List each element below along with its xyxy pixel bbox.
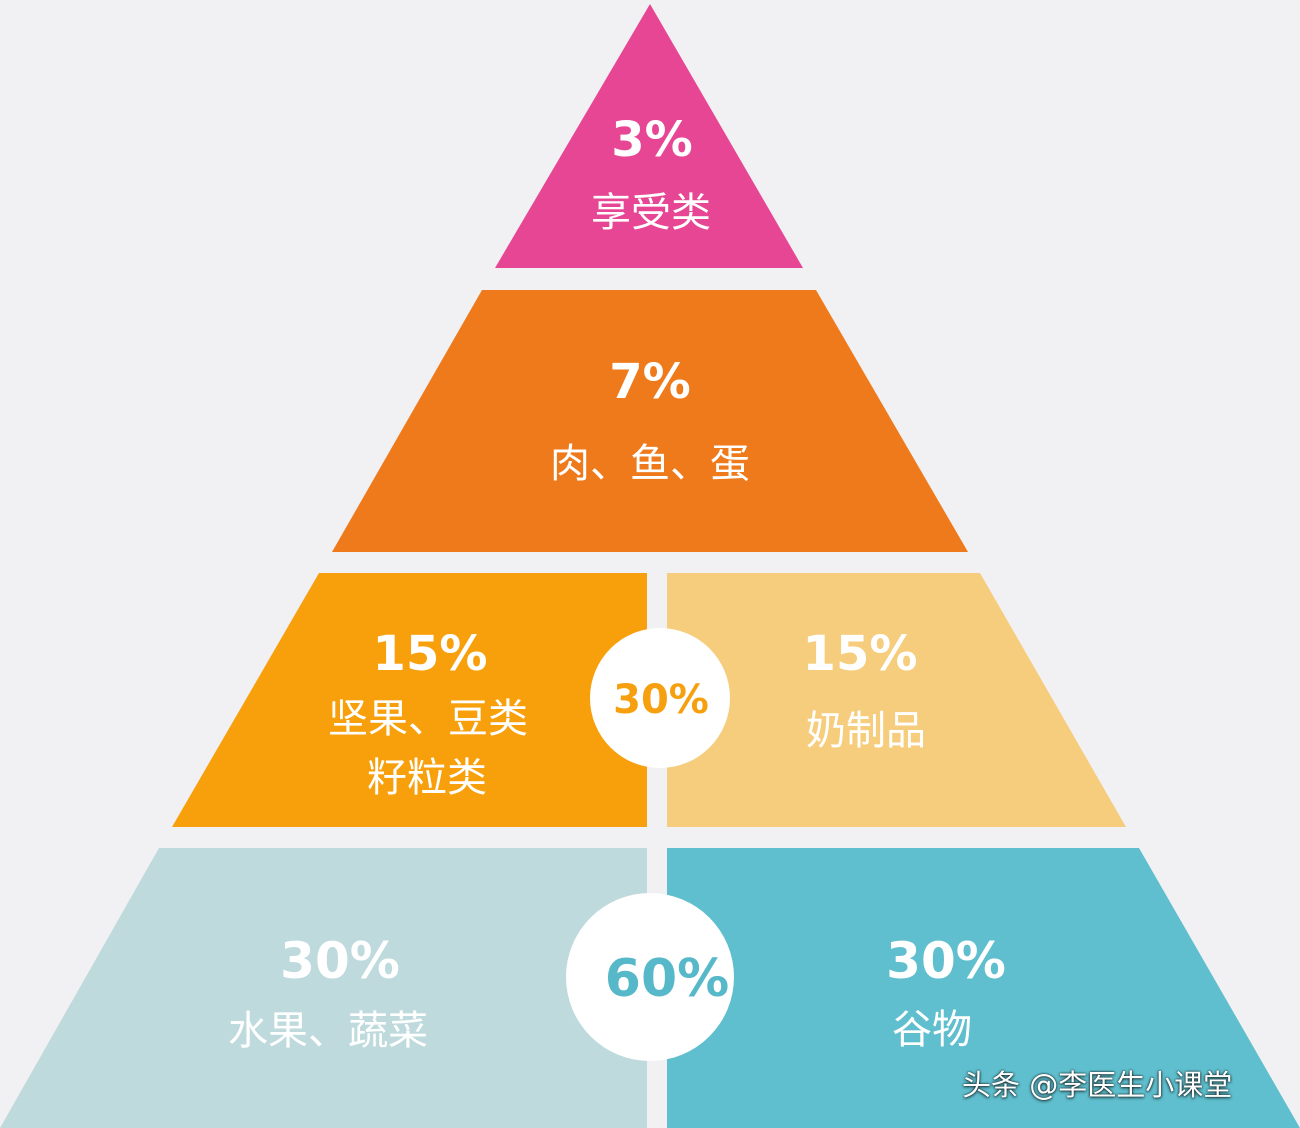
tier-bottom-right-shape: [667, 848, 1300, 1128]
tier-middle-left-shape: [172, 573, 647, 827]
tier-top-label: 享受类: [591, 190, 711, 236]
tier-middle-left-label-line1: 坚果、豆类: [328, 696, 528, 742]
tier-top-percent: 3%: [611, 112, 693, 168]
bottom-total-percent: 60%: [605, 949, 729, 1009]
tier-bottom-left-percent: 30%: [280, 932, 400, 990]
tier-upper-shape: [332, 290, 968, 552]
bottom-total-circle: [566, 893, 734, 1061]
middle-total-circle: [590, 628, 730, 768]
tier-bottom-right-percent: 30%: [886, 932, 1006, 990]
tier-bottom-left-label: 水果、蔬菜: [228, 1008, 428, 1054]
tier-middle-right-label: 奶制品: [806, 708, 926, 754]
tier-middle-right-shape: [667, 573, 1126, 827]
tier-upper-label: 肉、鱼、蛋: [550, 441, 750, 487]
tier-bottom-right-label: 谷物: [892, 1007, 972, 1053]
tier-middle-left-percent: 15%: [373, 626, 488, 682]
middle-total-percent: 30%: [613, 677, 709, 723]
tier-middle-right-percent: 15%: [803, 626, 918, 682]
tier-bottom-left-shape: [0, 848, 647, 1128]
tier-top-shape: [495, 4, 803, 268]
watermark-text: 头条 @李医生小课堂: [962, 1068, 1233, 1102]
tier-upper-percent: 7%: [609, 354, 691, 410]
tier-middle-left-label-line2: 籽粒类: [367, 755, 487, 801]
